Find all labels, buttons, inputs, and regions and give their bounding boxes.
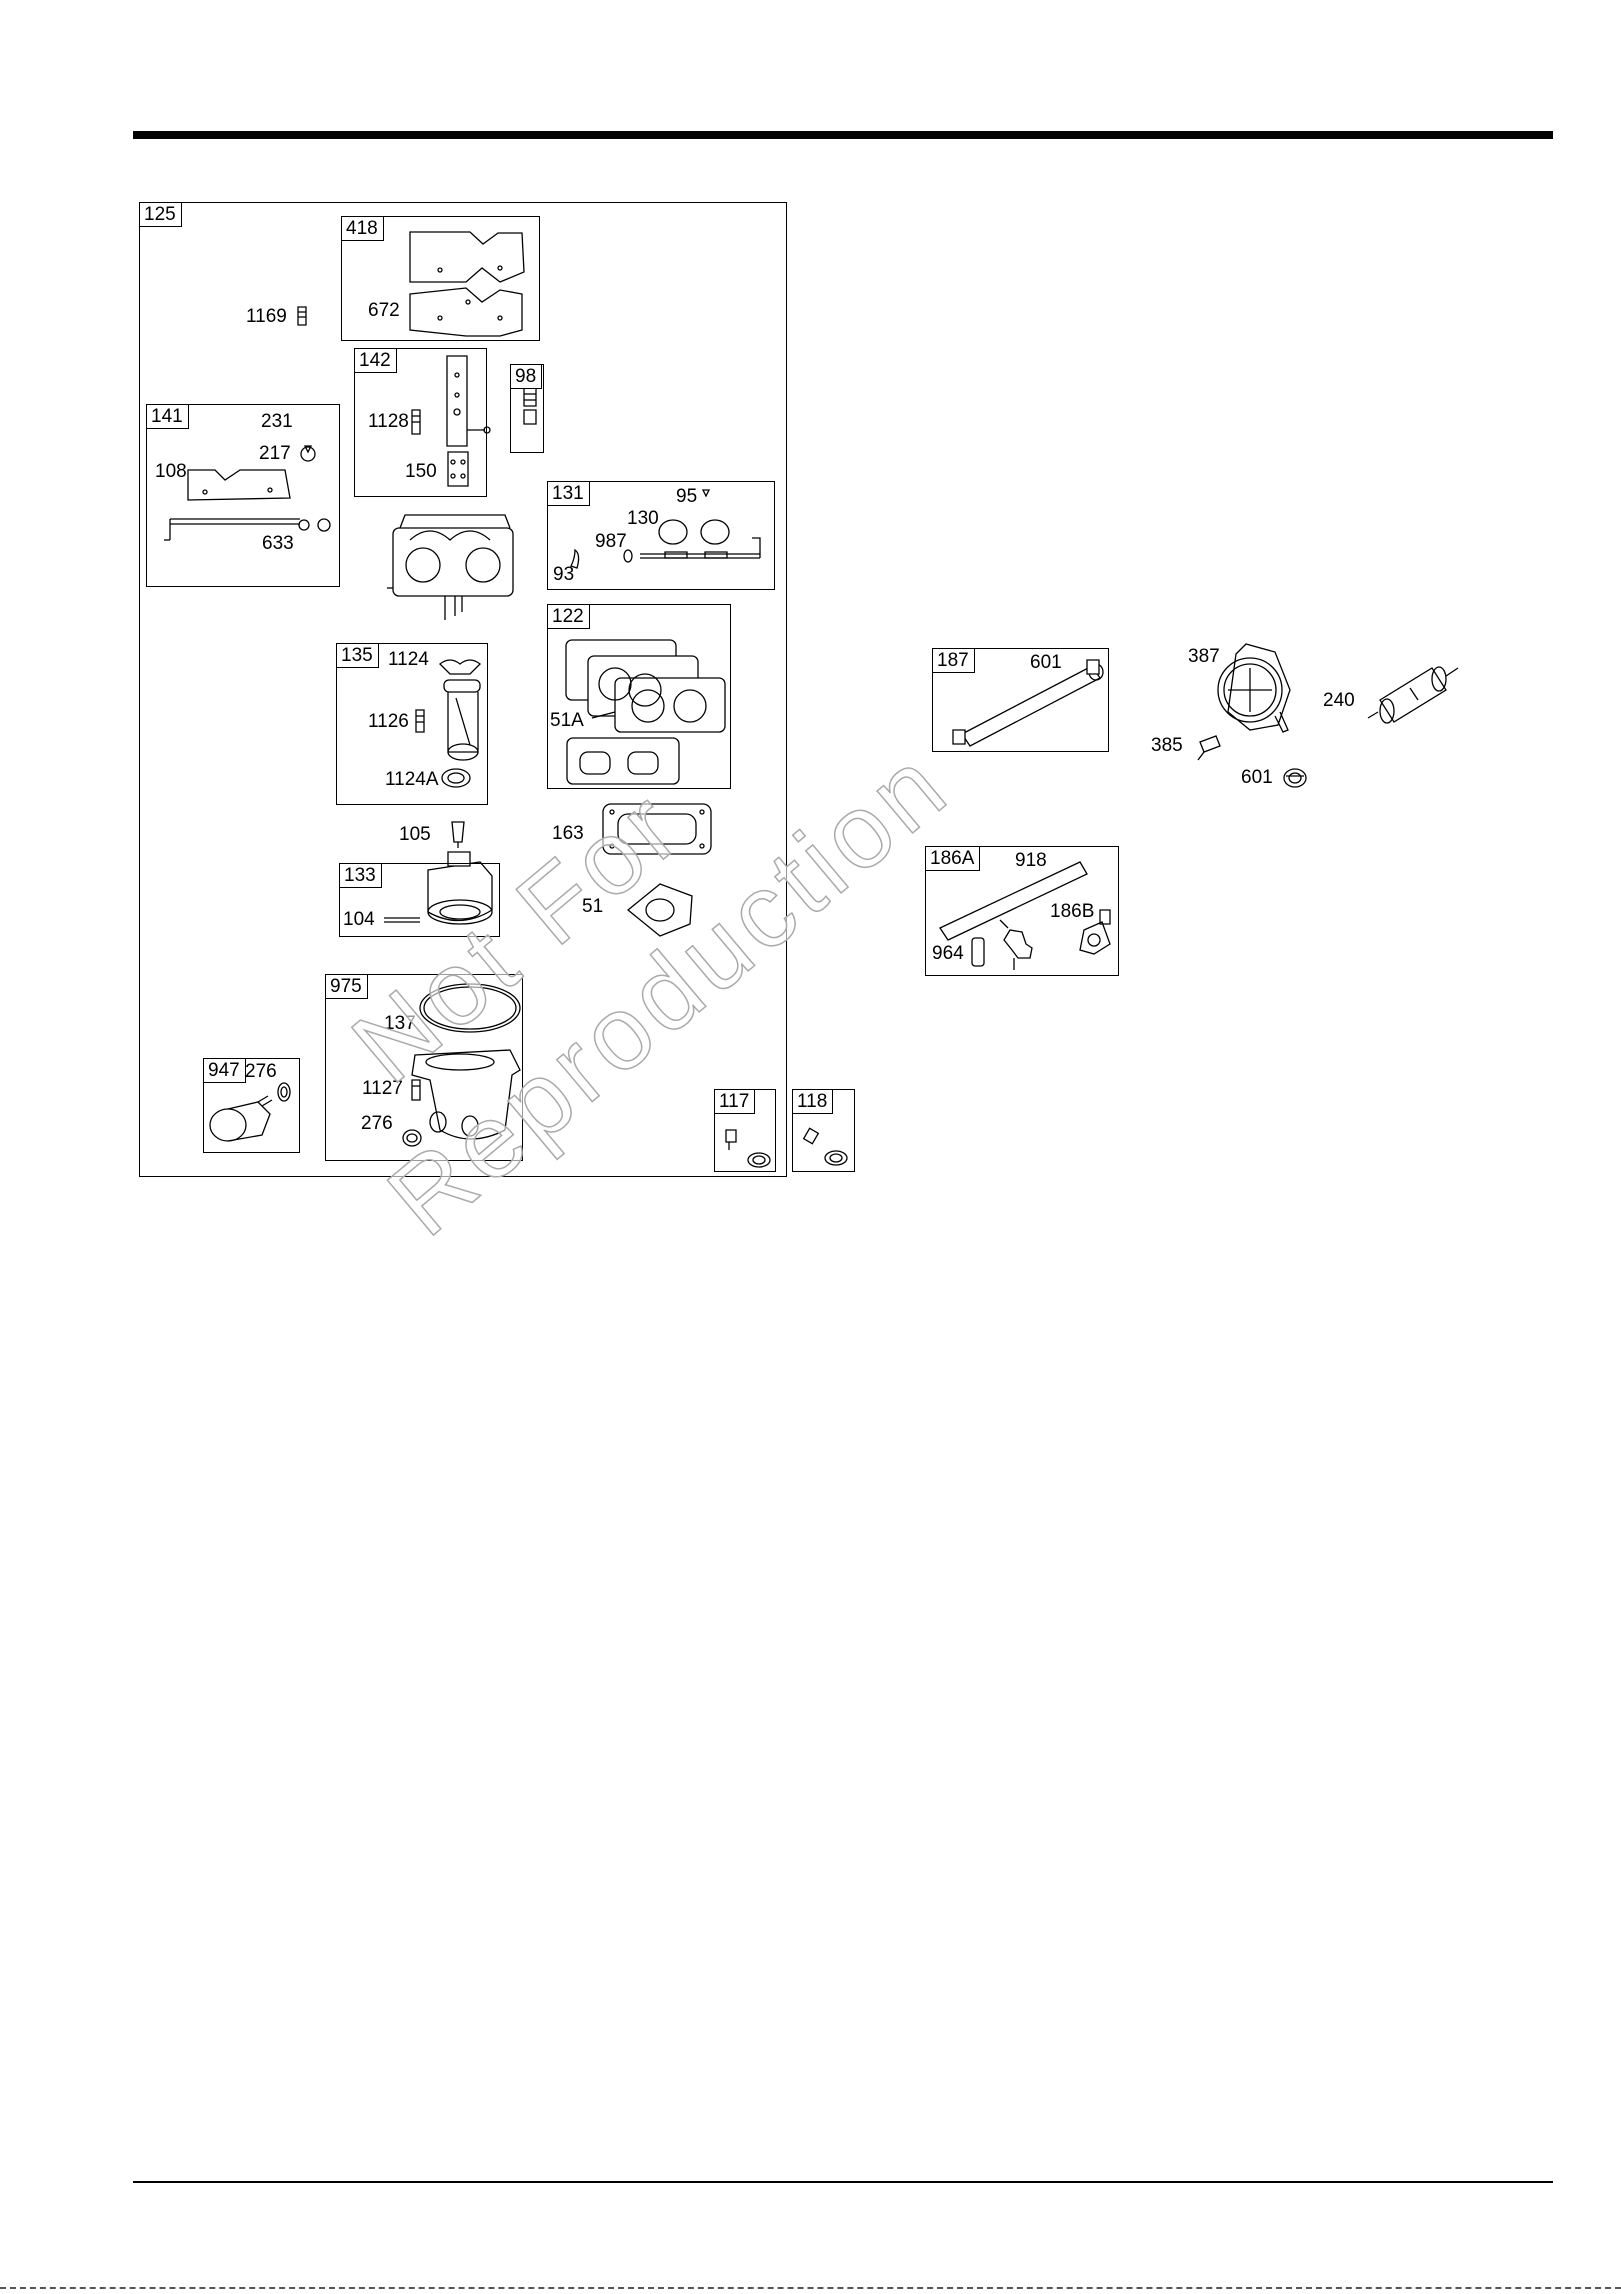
- part-label-105: 105: [399, 824, 431, 846]
- part-label-387: 387: [1188, 646, 1220, 668]
- group-label-98: 98: [511, 365, 542, 389]
- group-label-187: 187: [933, 649, 975, 673]
- part-label-276-solenoid: 276: [245, 1061, 277, 1083]
- part-label-987: 987: [595, 531, 627, 553]
- group-label-117: 117: [715, 1090, 755, 1114]
- group-box-975: 975: [325, 974, 523, 1161]
- group-label-135: 135: [337, 644, 379, 668]
- part-label-51: 51: [582, 896, 603, 918]
- part-label-95: 95: [676, 486, 697, 508]
- part-label-601-clamp: 601: [1241, 767, 1273, 789]
- part-label-104: 104: [343, 909, 375, 931]
- group-box-118: 118: [792, 1089, 855, 1172]
- part-label-601-line: 601: [1030, 652, 1062, 674]
- group-box-418: 418: [341, 216, 540, 341]
- part-label-240: 240: [1323, 690, 1355, 712]
- group-label-118: 118: [793, 1090, 833, 1114]
- part-label-1124: 1124: [388, 649, 429, 671]
- part-label-918: 918: [1015, 850, 1047, 872]
- part-label-1126: 1126: [368, 711, 409, 733]
- part-label-93: 93: [553, 564, 574, 586]
- part-label-217: 217: [259, 443, 291, 465]
- part-label-633: 633: [262, 533, 294, 555]
- part-label-231: 231: [261, 411, 293, 433]
- group-label-133: 133: [340, 864, 382, 888]
- group-box-141: 141: [146, 404, 340, 587]
- part-label-1124a: 1124A: [385, 769, 439, 791]
- part-label-108: 108: [155, 461, 187, 483]
- group-box-187: 187: [932, 648, 1109, 752]
- group-label-975: 975: [326, 975, 368, 999]
- screw-385-icon: [1198, 736, 1220, 760]
- group-label-141: 141: [147, 405, 189, 429]
- part-label-672: 672: [368, 300, 400, 322]
- group-label-122: 122: [548, 605, 590, 629]
- page-edge-marks: [0, 2287, 1621, 2289]
- group-label-186a: 186A: [926, 847, 980, 871]
- clamp-601-icon: [1284, 769, 1306, 787]
- group-box-98: 98: [510, 364, 544, 453]
- group-label-418: 418: [342, 217, 384, 241]
- group-label-125: 125: [140, 203, 182, 227]
- part-label-1127: 1127: [362, 1078, 403, 1100]
- group-label-947: 947: [204, 1059, 246, 1083]
- footer-rule: [133, 2181, 1553, 2183]
- group-label-131: 131: [548, 482, 590, 506]
- fuel-pump-387-icon: [1218, 644, 1290, 732]
- group-box-131: 131: [547, 481, 775, 590]
- part-label-130: 130: [627, 508, 659, 530]
- part-label-163: 163: [552, 823, 584, 845]
- part-label-186b: 186B: [1050, 901, 1094, 923]
- part-label-137: 137: [384, 1013, 416, 1035]
- part-label-964: 964: [932, 943, 964, 965]
- part-label-1169: 1169: [246, 306, 287, 328]
- part-label-385: 385: [1151, 735, 1183, 757]
- fuel-filter-240-icon: [1368, 667, 1458, 723]
- group-box-117: 117: [714, 1089, 776, 1172]
- part-label-276-housing: 276: [361, 1113, 393, 1135]
- part-label-1128: 1128: [368, 411, 409, 433]
- part-label-150: 150: [405, 461, 437, 483]
- part-label-51a: 51A: [550, 710, 584, 732]
- group-label-142: 142: [355, 349, 397, 373]
- group-box-122: 122: [547, 604, 731, 789]
